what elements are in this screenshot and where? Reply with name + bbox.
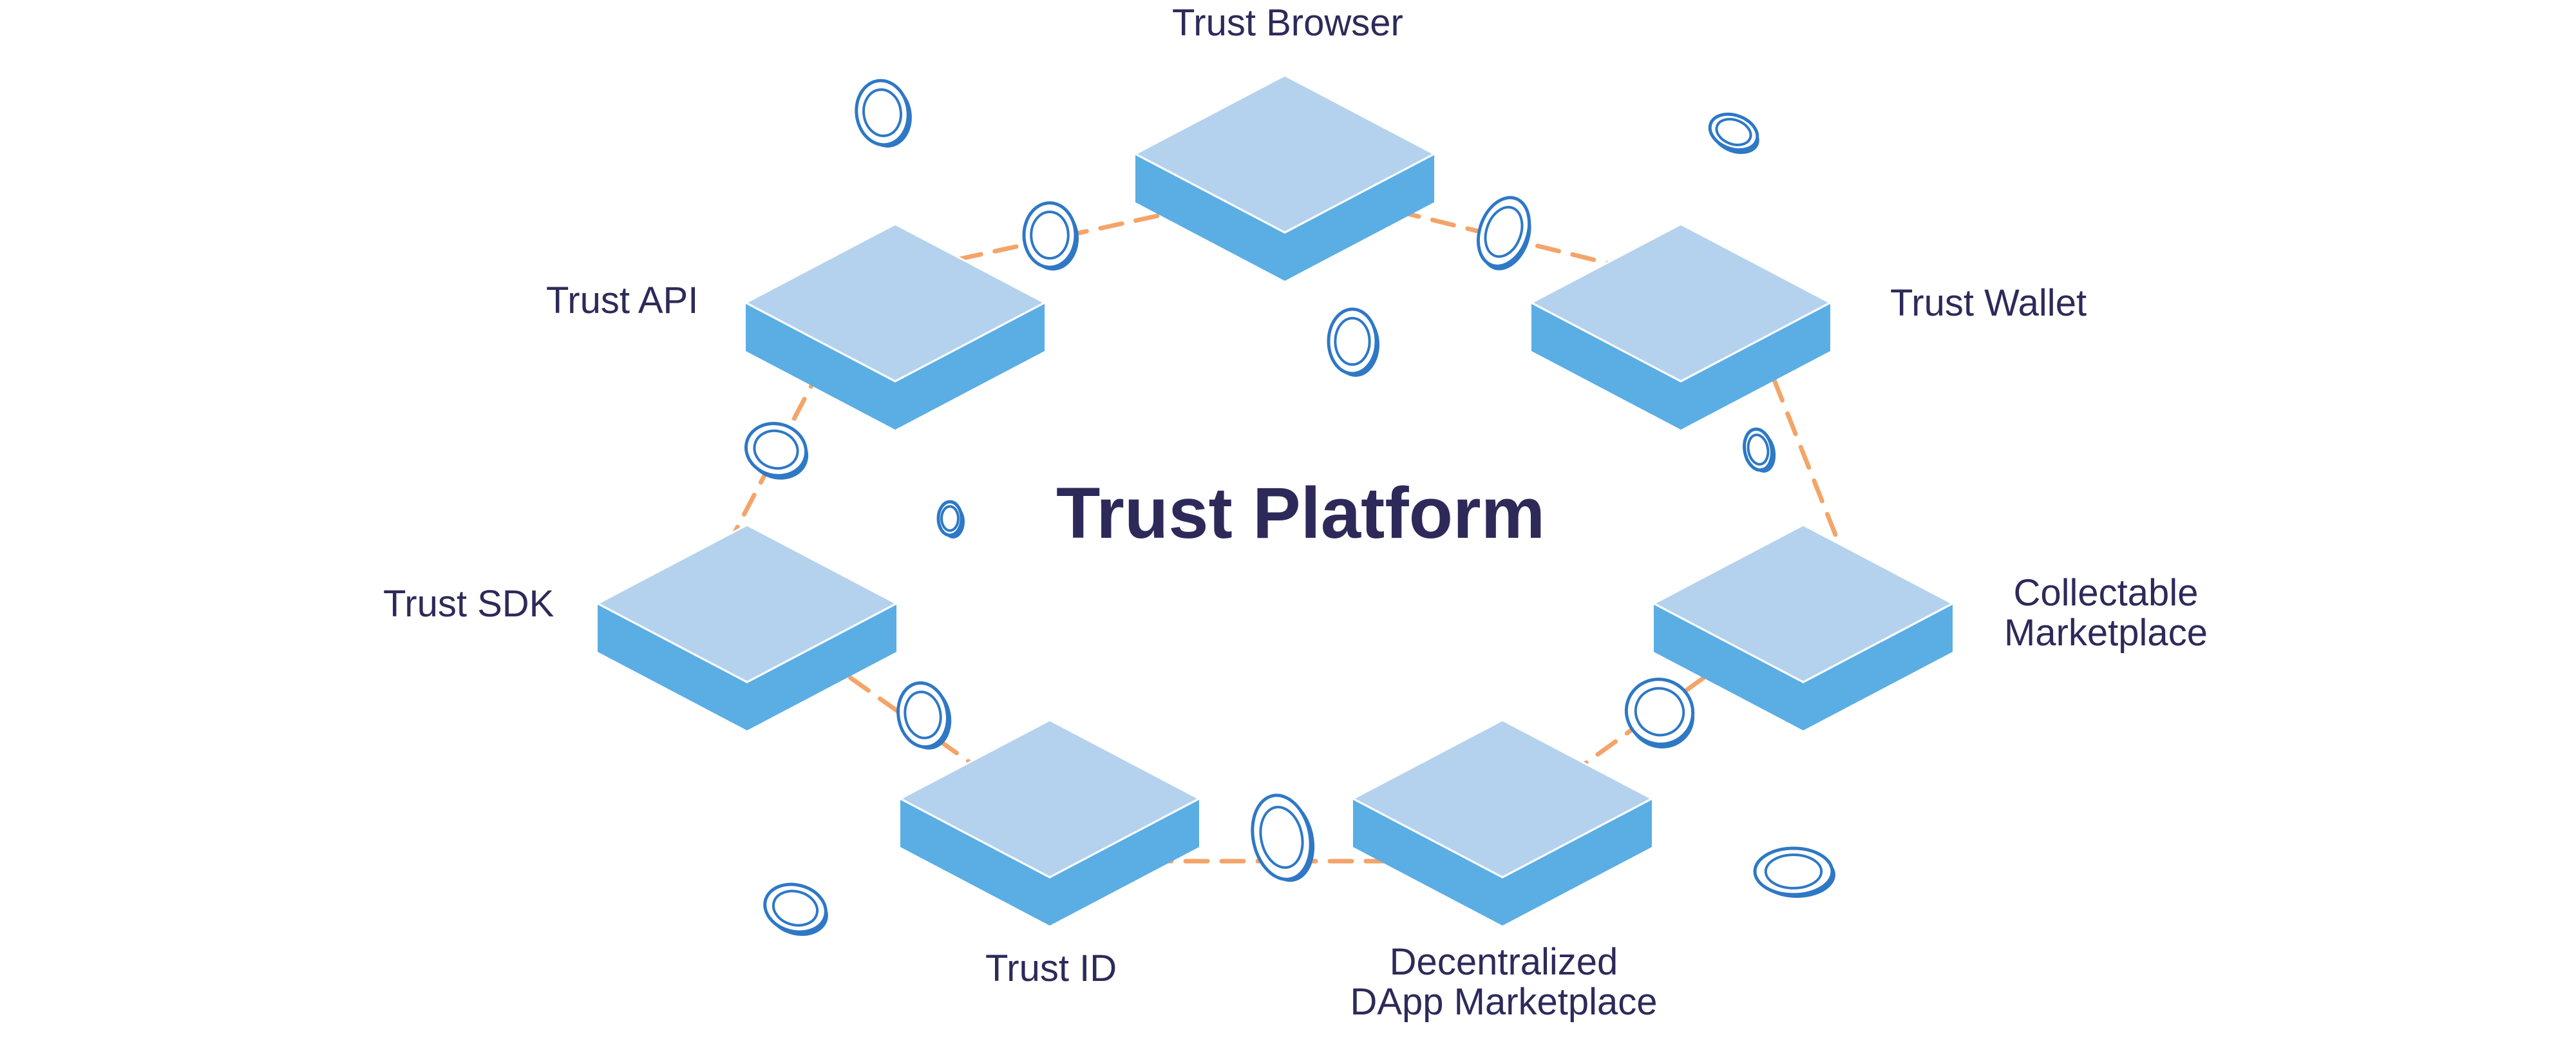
label-trust-browser: Trust Browser xyxy=(1172,2,1403,44)
coin-face xyxy=(1476,196,1531,268)
coin-inner-ring xyxy=(1747,433,1770,466)
connector-line xyxy=(1772,377,1838,537)
coin-inner-ring xyxy=(940,505,960,532)
tile-side-right xyxy=(1681,303,1830,430)
label-trust-api: Trust API xyxy=(546,280,699,321)
coin-face xyxy=(744,421,808,478)
tile-dapp-marketplace xyxy=(1350,719,1654,926)
tile-side-left xyxy=(1135,154,1285,281)
coin-inner-ring xyxy=(1764,853,1823,890)
label-dapp-marketplace: Decentralized DApp Marketplace xyxy=(1336,942,1671,1022)
coin-icon xyxy=(1476,196,1531,271)
coin-icon xyxy=(936,500,965,538)
coin-inner-ring xyxy=(1259,806,1304,869)
diagram-title: Trust Platform xyxy=(1056,473,1546,553)
coin-icon xyxy=(1624,678,1695,749)
coin-icon xyxy=(1708,112,1759,155)
tile-side-left xyxy=(900,799,1050,926)
tile-front-edge xyxy=(1653,602,1953,683)
coin-icon xyxy=(1022,201,1079,271)
tile-side-left xyxy=(598,604,747,730)
tile-side-right xyxy=(747,604,896,730)
tile-side-right xyxy=(895,303,1045,430)
coin-icon xyxy=(896,681,952,750)
tile-trust-sdk xyxy=(595,524,899,730)
tile-side-right xyxy=(1050,799,1199,926)
tile-side-left xyxy=(1654,604,1803,730)
label-collectable-line2: Marketplace xyxy=(2004,612,2208,654)
platform-tiles xyxy=(595,74,1955,926)
tile-front-edge xyxy=(1135,153,1435,234)
coin-icon xyxy=(763,882,828,937)
tile-trust-browser xyxy=(1133,74,1437,281)
tile-trust-id xyxy=(898,719,1202,926)
coin-inner-ring xyxy=(1715,118,1752,146)
coin-inner-ring xyxy=(1484,205,1524,258)
coin-icon xyxy=(855,79,912,148)
tile-front-edge xyxy=(900,797,1200,879)
coin-icon xyxy=(744,421,809,480)
coin-face xyxy=(1708,112,1759,152)
coin-icon xyxy=(1743,427,1776,473)
coin-inner-ring xyxy=(1634,687,1685,737)
tile-side-left xyxy=(1531,303,1681,430)
label-dapp-line1: Decentralized xyxy=(1389,941,1618,983)
coin-inner-ring xyxy=(753,429,799,470)
label-collectable-marketplace: Collectable Marketplace xyxy=(1996,573,2215,653)
tile-front-edge xyxy=(745,301,1045,383)
coin-icon xyxy=(1327,307,1379,377)
tile-collectable-marketplace xyxy=(1651,524,1955,730)
coin-inner-ring xyxy=(862,88,902,137)
tile-front-edge xyxy=(597,602,897,683)
tile-trust-wallet xyxy=(1529,223,1833,430)
coin-inner-ring xyxy=(1334,317,1371,366)
label-collectable-line1: Collectable xyxy=(2013,572,2199,614)
tile-front-edge xyxy=(1531,301,1831,383)
coin-icon xyxy=(1753,846,1835,898)
tile-side-right xyxy=(1803,604,1953,730)
coin-face xyxy=(1251,794,1312,881)
coin-inner-ring xyxy=(1030,211,1070,260)
tile-front-edge xyxy=(1352,797,1653,879)
coin-icon xyxy=(1251,794,1315,882)
label-trust-wallet: Trust Wallet xyxy=(1890,282,2087,324)
label-dapp-line2: DApp Marketplace xyxy=(1350,981,1658,1023)
tile-side-right xyxy=(1502,799,1652,926)
tile-side-right xyxy=(1285,154,1434,281)
tile-trust-api xyxy=(743,223,1047,430)
tile-side-left xyxy=(1353,799,1502,926)
coin-inner-ring xyxy=(904,690,942,739)
label-trust-sdk: Trust SDK xyxy=(383,583,554,625)
coins xyxy=(744,79,1835,937)
tile-side-left xyxy=(746,303,895,430)
coin-inner-ring xyxy=(772,890,819,927)
label-trust-id: Trust ID xyxy=(985,947,1117,989)
coin-face xyxy=(1624,678,1695,746)
